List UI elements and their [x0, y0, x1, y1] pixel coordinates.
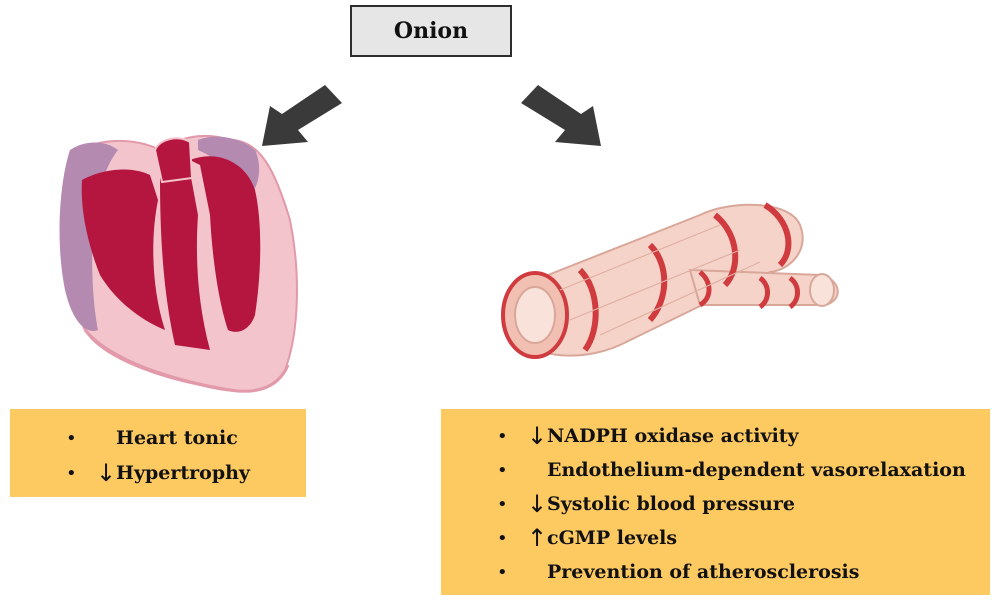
arrow-down-right-icon	[521, 85, 601, 146]
effect-label: Systolic blood pressure	[547, 493, 795, 515]
effect-label: Heart tonic	[116, 427, 238, 449]
arrow-down-icon: ↓	[527, 422, 548, 450]
arrow-up-icon: ↑	[527, 524, 548, 552]
effect-label: Hypertrophy	[116, 462, 250, 484]
arrow-down-icon: ↓	[527, 490, 548, 518]
effect-label: Endothelium-dependent vasorelaxation	[547, 459, 966, 481]
effect-label: NADPH oxidase activity	[547, 425, 799, 447]
effect-label: Prevention of atherosclerosis	[547, 561, 860, 583]
effect-label: cGMP levels	[547, 527, 678, 549]
arrow-down-left-icon	[262, 85, 342, 146]
heart-cross-section-illustration	[59, 134, 298, 393]
arrow-down-icon: ↓	[96, 459, 117, 487]
diagram-title: Onion	[393, 18, 469, 44]
title-box: Onion	[350, 5, 512, 57]
blood-vessel-illustration	[501, 202, 839, 359]
vessel-effects-panel: • ↓ NADPH oxidase activity • Endothelium…	[441, 409, 990, 595]
heart-effects-panel: • Heart tonic • ↓ Hypertrophy	[10, 409, 306, 497]
